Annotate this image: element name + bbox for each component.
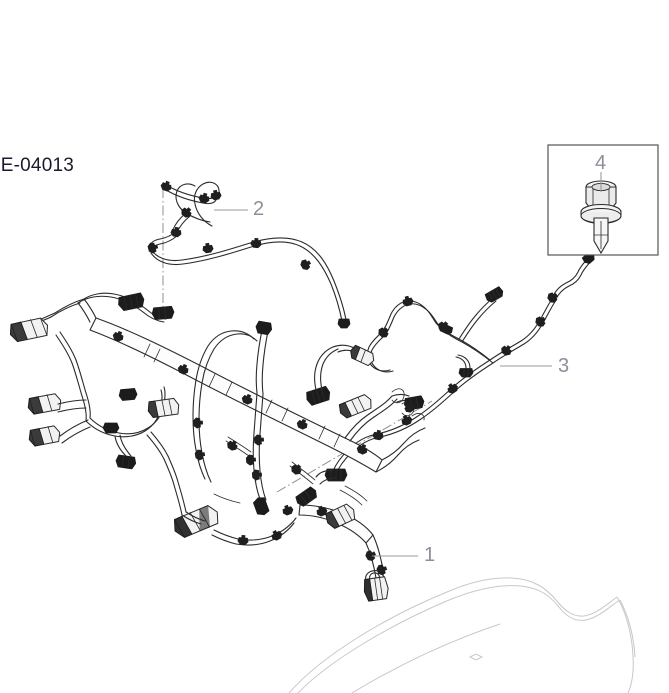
connector-bottom xyxy=(363,570,389,602)
connector xyxy=(337,318,351,329)
part-number-label: 3E-04013 xyxy=(0,155,75,176)
connector xyxy=(255,320,273,336)
connector-cluster xyxy=(174,505,219,538)
callout-label-3: 3 xyxy=(558,355,570,377)
connector xyxy=(118,292,145,312)
connector xyxy=(253,497,270,516)
callout-label-4: 4 xyxy=(595,152,607,174)
sub-harness-component-2 xyxy=(146,179,351,329)
branch-cable-component-3 xyxy=(315,251,595,485)
connector-left-main xyxy=(9,317,49,343)
detail-inset-box xyxy=(547,144,659,256)
connector xyxy=(325,503,356,529)
connector xyxy=(147,397,180,418)
connector xyxy=(350,344,375,367)
connector xyxy=(306,385,331,406)
connector xyxy=(338,394,372,419)
connector xyxy=(102,422,120,434)
connector xyxy=(295,486,317,507)
callout-leader-lines xyxy=(214,172,602,557)
callout-label-1: 1 xyxy=(424,544,436,566)
connector xyxy=(28,425,61,447)
assembly-centerlines xyxy=(162,188,433,493)
main-harness-component-1 xyxy=(9,292,426,602)
connector xyxy=(115,454,137,470)
connector xyxy=(458,368,474,378)
vehicle-body-outline xyxy=(288,577,636,693)
connector xyxy=(151,305,175,321)
connector xyxy=(27,393,62,415)
connector xyxy=(484,286,504,303)
connector xyxy=(118,388,138,401)
callout-label-2: 2 xyxy=(253,198,265,220)
